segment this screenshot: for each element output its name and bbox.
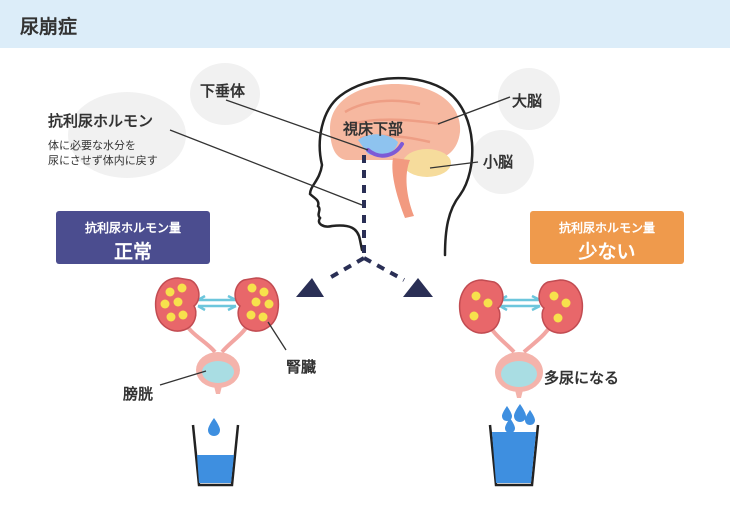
hormone-path-right: [363, 256, 405, 282]
blood-vessels: [197, 294, 237, 312]
cerebellum-leader: [429, 161, 479, 169]
glass-low: [488, 424, 540, 487]
diagram-canvas: [154, 77, 584, 487]
bladder-label: 膀胱: [123, 385, 154, 403]
adh-description-2: 尿にさせず体内に戻す: [48, 154, 158, 167]
kidney-label: 腎臓: [286, 358, 317, 376]
arrow-left: [296, 278, 324, 297]
kidney-leader: [267, 321, 287, 351]
pituitary-circle: [190, 63, 260, 125]
low-badge: 抗利尿ホルモン量 少ない: [530, 211, 684, 264]
urinary-system-low: [458, 279, 584, 487]
head-profile: [308, 77, 474, 257]
pituitary-leader: [225, 99, 369, 151]
header-bar: 尿崩症: [0, 0, 730, 48]
urinary-system-normal: [154, 277, 280, 487]
kidney-right-low: [538, 279, 584, 334]
arrow-right: [403, 278, 433, 297]
cerebrum-label: 大脳: [512, 92, 543, 110]
adh-label: 抗利尿ホルモン: [48, 112, 154, 130]
cerebellum-label: 小脳: [483, 153, 514, 171]
bladder-leader: [159, 370, 207, 386]
hormone-path-left: [324, 256, 366, 282]
adh-circle: [68, 92, 186, 178]
adh-leader: [169, 129, 363, 206]
cerebellum-shape: [403, 149, 451, 177]
normal-badge-line1: 抗利尿ホルモン量: [84, 221, 181, 235]
low-badge-line1: 抗利尿ホルモン量: [558, 221, 655, 235]
cerebrum-leader: [437, 96, 511, 125]
cerebellum-circle: [470, 130, 534, 194]
kidney-left-low: [458, 279, 504, 334]
cerebrum-circle: [498, 68, 560, 130]
normal-badge: 抗利尿ホルモン量 正常: [56, 211, 210, 264]
pituitary-shape: [366, 142, 404, 158]
pituitary-label: 下垂体: [200, 82, 246, 100]
low-badge-line2: 少ない: [578, 241, 636, 263]
water-drop-normal: [208, 418, 220, 436]
water-drops-low: [502, 404, 535, 433]
page-title: 尿崩症: [20, 16, 78, 38]
polyuria-label: 多尿になる: [544, 369, 620, 387]
brainstem-shape: [392, 158, 414, 218]
glass-normal: [191, 424, 240, 487]
hypothalamus-label: 視床下部: [343, 120, 404, 138]
normal-badge-line2: 正常: [113, 241, 152, 263]
adh-description-1: 体に必要な水分を: [48, 139, 136, 152]
